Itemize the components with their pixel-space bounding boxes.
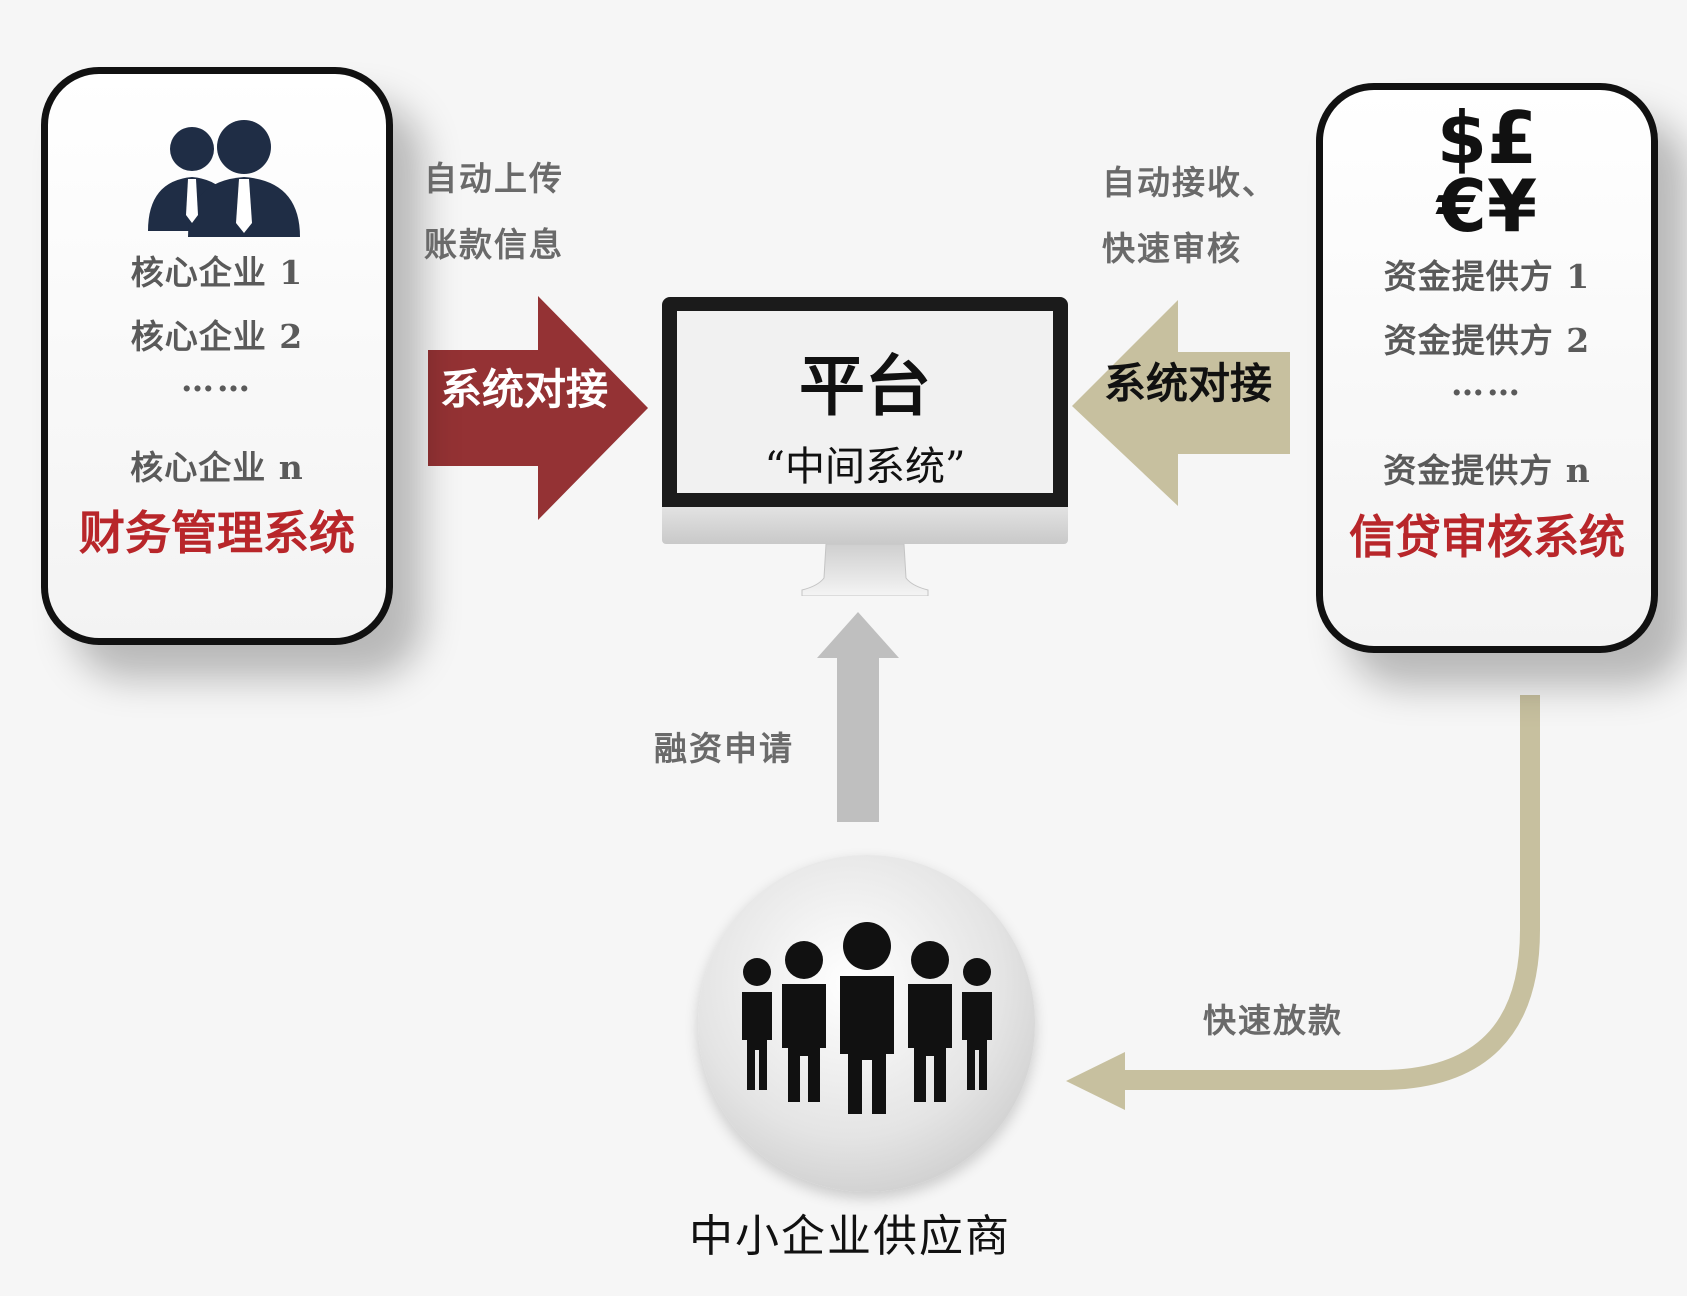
core-enterprise-2: 核心企业 2: [130, 317, 304, 356]
currency-symbols-top: $£: [1436, 96, 1538, 180]
platform-monitor: 平台 “中间系统”: [662, 297, 1068, 507]
fund-provider-ellipsis: ……: [1451, 364, 1523, 403]
core-enterprise-1: 核心企业 1: [130, 253, 304, 292]
credit-review-system: 信贷审核系统: [1349, 510, 1625, 564]
monitor-stand: [801, 544, 929, 596]
currency-symbols-bottom: €¥: [1436, 164, 1538, 248]
supplier-label: 中小企业供应商: [689, 1211, 1011, 1262]
fund-provider-n: 资金提供方 n: [1383, 451, 1591, 490]
financing-request-label: 融资申请: [654, 729, 794, 768]
currency-icon: $£ €¥: [1323, 96, 1651, 248]
right-connector-label: 系统对接: [1104, 359, 1273, 408]
fast-loan-label: 快速放款: [1203, 1001, 1343, 1040]
receive-annotation-line2: 快速审核: [1102, 229, 1242, 268]
loan-return-arrowhead: [1066, 1052, 1125, 1110]
left-connector-arrow: [428, 296, 648, 520]
platform-screen: 平台 “中间系统”: [677, 311, 1053, 493]
core-enterprise-card: 核心企业 1 核心企业 2 …… 核心企业 n 财务管理系统: [41, 67, 393, 645]
business-people-icon: [148, 120, 300, 237]
upload-annotation-line2: 账款信息: [424, 225, 564, 264]
core-enterprise-ellipsis: ……: [181, 360, 253, 399]
left-connector-label: 系统对接: [440, 365, 609, 414]
core-enterprise-n: 核心企业 n: [130, 448, 304, 487]
financial-management-system: 财务管理系统: [79, 506, 355, 560]
financing-request-arrow: [817, 612, 899, 822]
upload-annotation-line1: 自动上传: [424, 159, 564, 198]
fund-provider-1: 资金提供方 1: [1383, 257, 1591, 296]
monitor-chin: [662, 507, 1068, 544]
supplier-circle: [698, 855, 1035, 1192]
receive-annotation-line1: 自动接收、: [1102, 163, 1277, 202]
fund-provider-2: 资金提供方 2: [1383, 321, 1591, 360]
right-connector-arrow: [1072, 300, 1290, 506]
platform-subtitle: “中间系统”: [764, 444, 966, 490]
crowd-icon: [742, 922, 992, 1114]
fund-provider-card: $£ €¥ 资金提供方 1 资金提供方 2 …… 资金提供方 n 信贷审核系统: [1316, 83, 1658, 653]
platform-title: 平台: [799, 347, 931, 425]
loan-return-path: [1115, 695, 1540, 1090]
